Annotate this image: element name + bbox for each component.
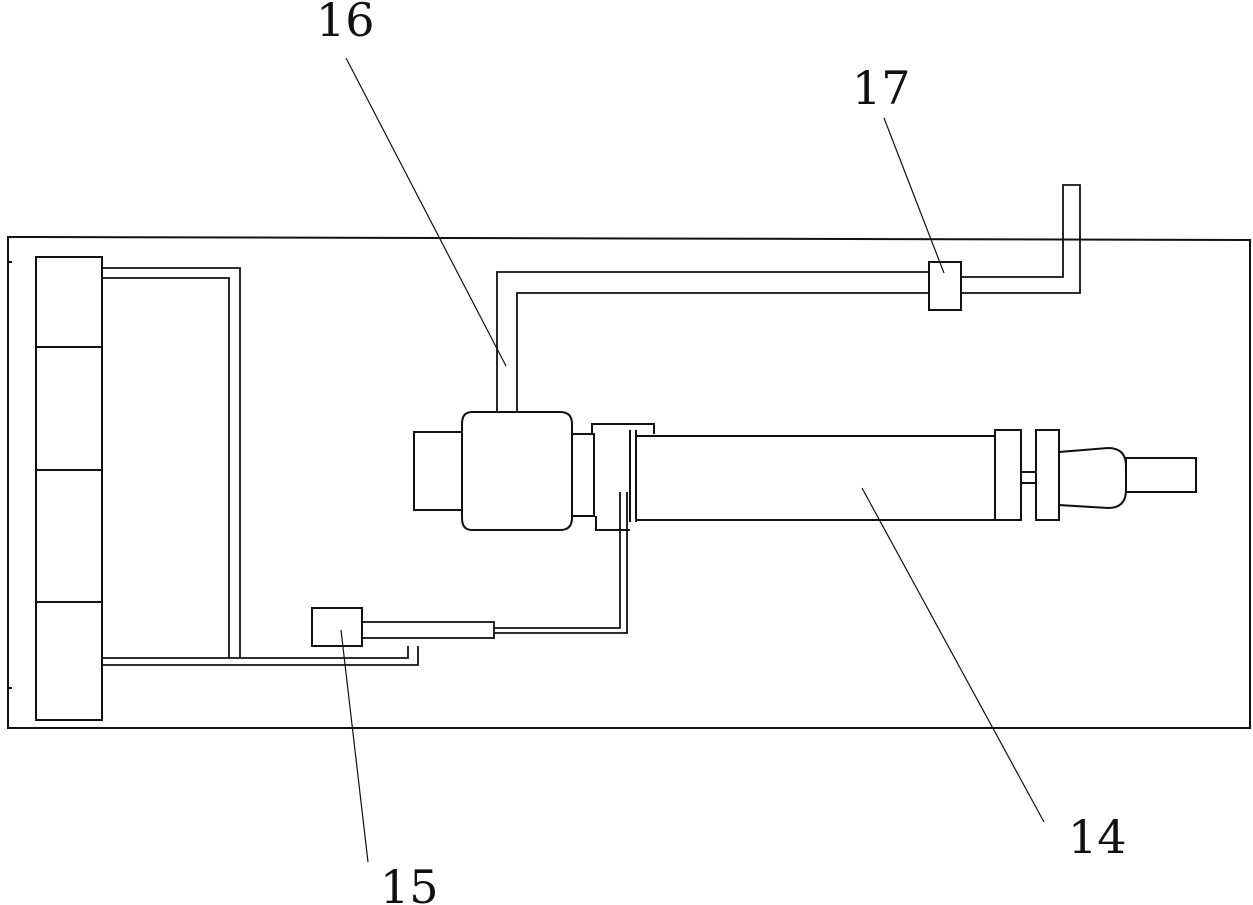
cylinder-14 (636, 429, 1197, 521)
outer-frame (7, 236, 1251, 729)
upper-supply-pipe (496, 184, 1081, 412)
component-15-outlet-pipe (361, 492, 628, 639)
callout-14: 14 (1068, 810, 1127, 864)
motor-assembly (413, 411, 655, 531)
bottom-feed-pipe (102, 646, 419, 666)
leader-lines (340, 57, 1045, 863)
callout-16: 16 (316, 0, 375, 47)
callout-15: 15 (380, 860, 439, 905)
component-17-box (928, 261, 962, 311)
component-15-box (311, 607, 363, 647)
left-return-pipe (102, 267, 241, 658)
left-column-block (35, 256, 103, 721)
callout-17: 17 (852, 61, 911, 115)
